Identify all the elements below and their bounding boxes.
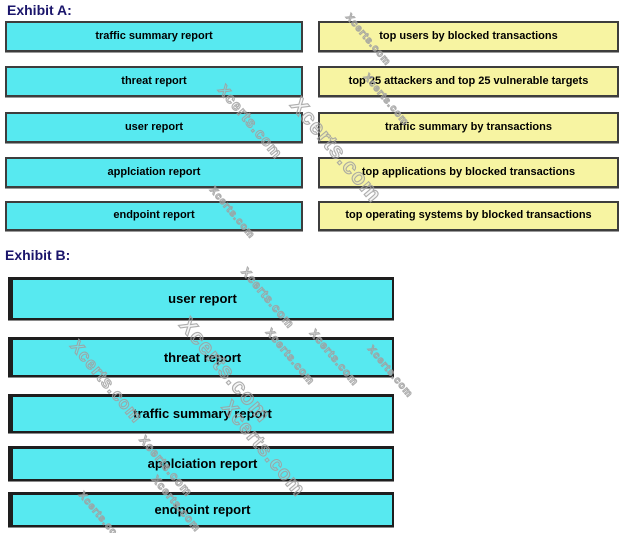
drop-target-traffic-summary-by-transactions[interactable]: traffic summary by transactions [318, 112, 619, 143]
drop-target-top-operating-systems-blocked-transactions[interactable]: top operating systems by blocked transac… [318, 201, 619, 231]
drag-item-traffic-summary-report[interactable]: traffic summary report [5, 21, 303, 52]
exhibit-a-heading: Exhibit A: [7, 2, 72, 18]
exhibit-b-item-user-report[interactable]: user report [8, 277, 394, 320]
drag-item-user-report[interactable]: user report [5, 112, 303, 143]
drag-item-application-report[interactable]: applciation report [5, 157, 303, 188]
exhibit-b-heading: Exhibit B: [5, 247, 71, 263]
exhibit-b-item-endpoint-report[interactable]: endpoint report [8, 492, 394, 527]
drag-item-threat-report[interactable]: threat report [5, 66, 303, 97]
drop-target-top-applications-blocked-transactions[interactable]: top applications by blocked transactions [318, 157, 619, 188]
exhibit-b-item-application-report[interactable]: applciation report [8, 446, 394, 481]
drop-target-top-users-blocked-transactions[interactable]: top users by blocked transactions [318, 21, 619, 52]
exhibit-b-item-traffic-summary-report[interactable]: traffic summary report [8, 394, 394, 433]
drop-target-top25-attackers-vulnerable-targets[interactable]: top 25 attackers and top 25 vulnerable t… [318, 66, 619, 97]
drag-item-endpoint-report[interactable]: endpoint report [5, 201, 303, 231]
watermark-text: Xcerts.com [285, 92, 388, 208]
exhibit-b-item-threat-report[interactable]: threat report [8, 337, 394, 377]
